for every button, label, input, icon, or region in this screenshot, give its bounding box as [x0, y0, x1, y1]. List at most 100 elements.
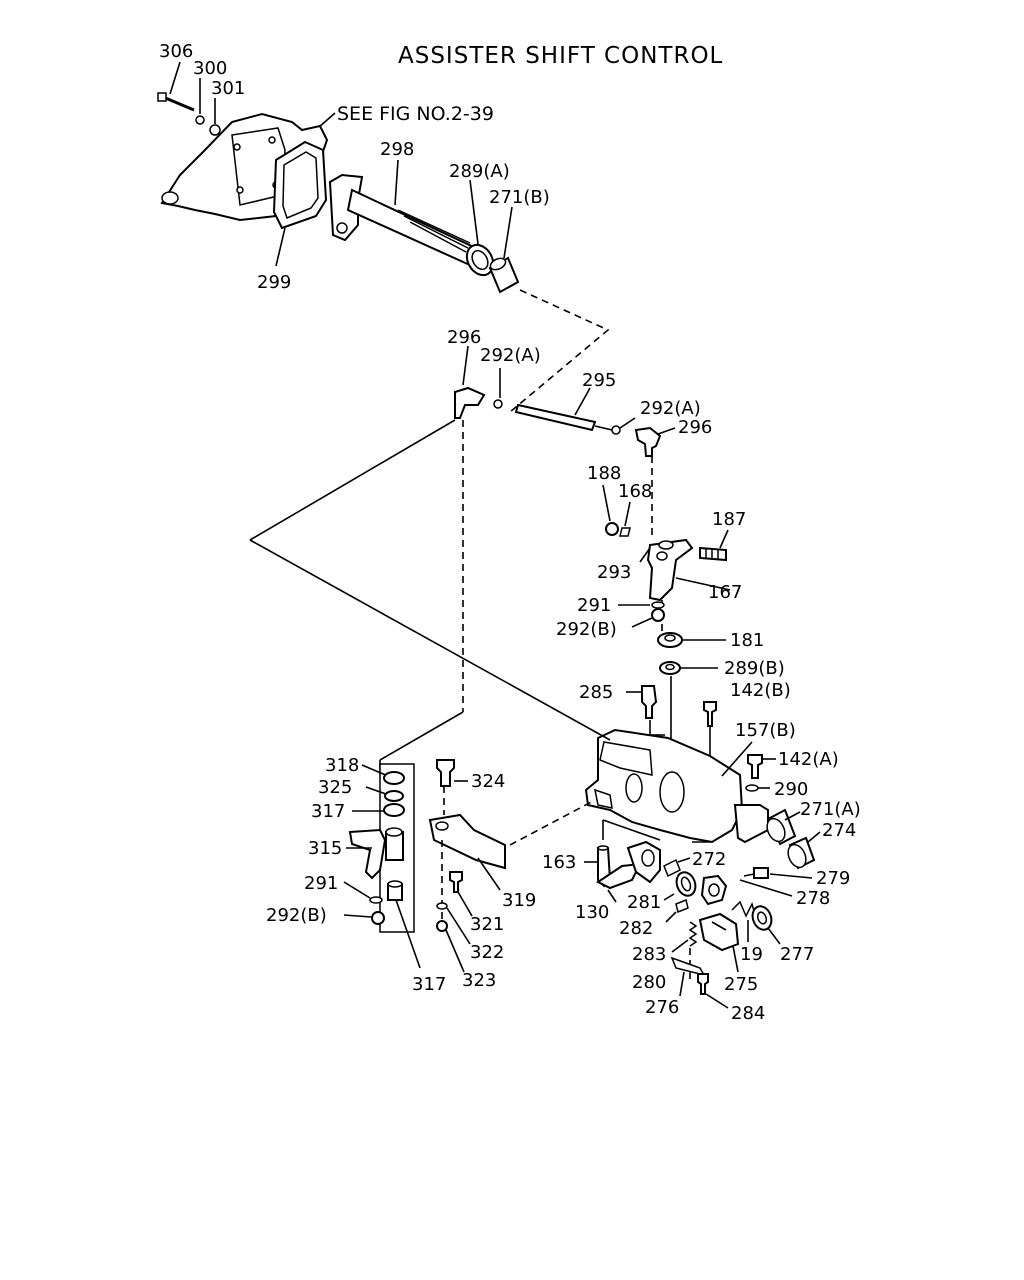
bracket-280 [700, 874, 728, 906]
washer-181 [657, 632, 683, 648]
callout-293: 293 [597, 562, 631, 583]
callout-290: 290 [774, 779, 808, 800]
bushing-318 [383, 771, 405, 785]
cap-277 [751, 905, 773, 931]
bushing-271a [766, 808, 797, 846]
callout-271a: 271(A) [800, 799, 861, 820]
callout-322: 322 [470, 942, 504, 963]
callout-299: 299 [257, 272, 291, 293]
pin-187 [699, 546, 727, 562]
washer-300 [195, 115, 205, 125]
gasket [272, 140, 328, 230]
ball-joint-left [454, 386, 486, 419]
bushing-317b [387, 880, 403, 901]
diagram-title: ASSISTER SHIFT CONTROL [398, 43, 723, 69]
spring-283 [688, 921, 698, 947]
callout-324: 324 [471, 771, 505, 792]
callout-271b: 271(B) [489, 187, 550, 208]
callout-321: 321 [470, 914, 504, 935]
callout-181: 181 [730, 630, 764, 651]
callout-277: 277 [780, 944, 814, 965]
callout-281: 281 [627, 892, 661, 913]
washer-291 [651, 601, 665, 609]
bushing-317a [383, 803, 405, 817]
nut-301 [209, 124, 221, 136]
callout-289b: 289(B) [724, 658, 785, 679]
callout-274: 274 [822, 820, 856, 841]
see-fig-note: SEE FIG NO.2-39 [337, 103, 494, 125]
callout-292b-1: 292(B) [556, 619, 617, 640]
callout-292a-1: 292(A) [480, 345, 541, 366]
bushing-271b [488, 256, 520, 294]
callout-276: 276 [645, 997, 679, 1018]
callout-284: 284 [731, 1003, 765, 1024]
callout-130: 130 [575, 902, 609, 923]
plate-319 [428, 813, 506, 870]
cap-274 [787, 836, 816, 870]
bolt-321 [449, 871, 463, 893]
ball-joint-right [634, 426, 662, 457]
callout-295: 295 [582, 370, 616, 391]
callout-187: 187 [712, 509, 746, 530]
cam-130 [596, 840, 661, 890]
bolt-306 [157, 92, 195, 112]
callout-167: 167 [708, 582, 742, 603]
washer-322 [436, 902, 448, 910]
callout-300: 300 [193, 58, 227, 79]
callout-275: 275 [724, 974, 758, 995]
callout-272: 272 [692, 849, 726, 870]
plate-276 [670, 956, 706, 977]
shift-lever [646, 538, 694, 602]
control-rod [514, 403, 613, 432]
callout-319: 319 [502, 890, 536, 911]
nut-292b-lower [371, 911, 385, 925]
callout-292b-2: 292(B) [266, 905, 327, 926]
control-housing [584, 728, 769, 844]
callout-306: 306 [159, 41, 193, 62]
callout-317a: 317 [311, 801, 345, 822]
callout-292a-2: 292(A) [640, 398, 701, 419]
callout-19: 19 [740, 944, 763, 965]
callout-285: 285 [579, 682, 613, 703]
seal-289a [465, 243, 495, 277]
callout-298: 298 [380, 139, 414, 160]
callout-289a: 289(A) [449, 161, 510, 182]
callout-157b: 157(B) [735, 720, 796, 741]
spring-281 [675, 871, 697, 897]
callout-315: 315 [308, 838, 342, 859]
nut-292b [651, 608, 665, 622]
nut-292a-left [493, 399, 503, 409]
callout-163: 163 [542, 852, 576, 873]
washer-290 [745, 784, 759, 792]
callout-280: 280 [632, 972, 666, 993]
callout-325: 325 [318, 777, 352, 798]
shift-shaft [328, 173, 482, 268]
callout-279: 279 [816, 868, 850, 889]
nut-323 [436, 920, 448, 932]
plate-275 [698, 912, 740, 952]
screw-282 [675, 898, 689, 914]
callout-282: 282 [619, 918, 653, 939]
nut-188 [605, 522, 619, 536]
callout-142a: 142(A) [778, 749, 839, 770]
callout-142b: 142(B) [730, 680, 791, 701]
callout-301: 301 [211, 78, 245, 99]
seal-289b [659, 661, 681, 675]
lever-315 [348, 827, 404, 880]
gasket-leader [275, 227, 286, 267]
callout-283: 283 [632, 944, 666, 965]
washer-291b [369, 896, 383, 904]
callout-296b: 296 [678, 417, 712, 438]
callout-168: 168 [618, 481, 652, 502]
screw-284 [697, 973, 709, 995]
callout-317b: 317 [412, 974, 446, 995]
bolt-142b [703, 701, 717, 727]
callout-291b: 291 [304, 873, 338, 894]
pin-272 [663, 858, 681, 878]
callout-323: 323 [462, 970, 496, 991]
breather-285 [641, 685, 658, 719]
bolt-324 [436, 759, 455, 787]
callout-278: 278 [796, 888, 830, 909]
bolt-279 [743, 867, 769, 879]
callout-296a: 296 [447, 327, 481, 348]
